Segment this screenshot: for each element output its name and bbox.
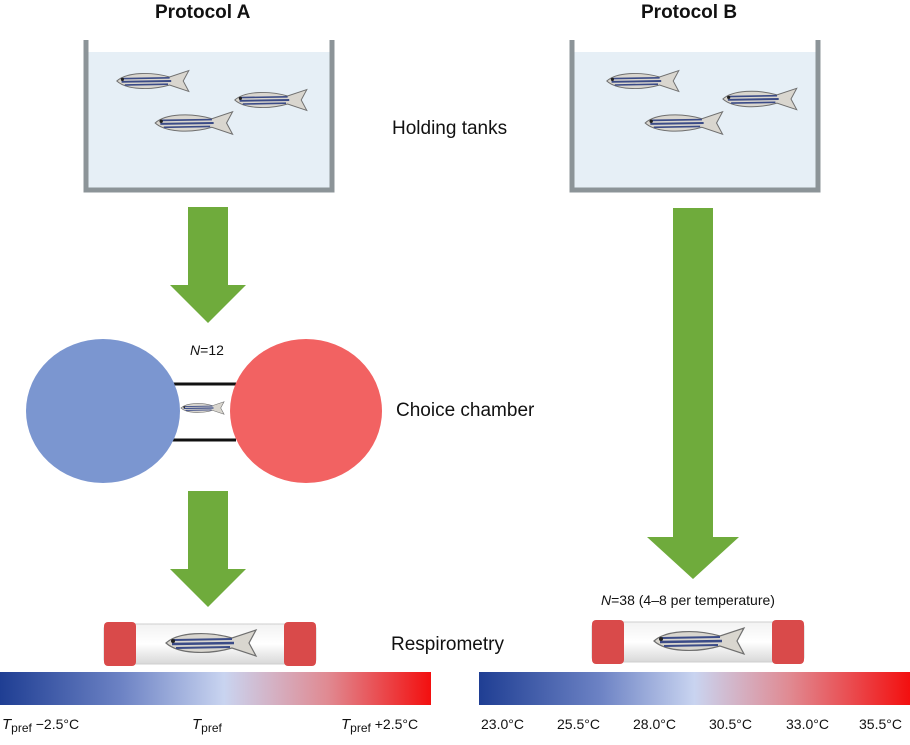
colorbar-a-tick-low: Tpref −2.5°C — [2, 716, 80, 735]
colorbar-b-tick: 33.0°C — [786, 716, 829, 732]
colorbar-b-tick: 28.0°C — [633, 716, 676, 732]
arrow-a-holding-to-choice — [170, 207, 246, 323]
temperature-colorbar-a — [0, 672, 431, 705]
stage-label-choice: Choice chamber — [396, 400, 535, 421]
choice-chamber — [26, 339, 382, 483]
colorbar-b-tick: 23.0°C — [481, 716, 524, 732]
respirometer-a — [103, 622, 317, 666]
colorbar-b-tick: 35.5°C — [859, 716, 902, 732]
respirometer-b — [591, 620, 805, 664]
colorbar-b-tick: 30.5°C — [709, 716, 752, 732]
colorbar-a-tick-high: Tpref +2.5°C — [341, 716, 419, 735]
warm-chamber — [230, 339, 382, 483]
protocol-b-title: Protocol B — [641, 2, 738, 23]
holding-tank-b — [569, 40, 821, 193]
sample-size-choice: N=12 — [190, 342, 224, 358]
stage-label-respirometry: Respirometry — [391, 634, 504, 655]
colorbar-b-tick: 25.5°C — [557, 716, 600, 732]
holding-tank-a — [83, 40, 335, 193]
protocol-a-title: Protocol A — [155, 2, 251, 23]
stage-label-holding: Holding tanks — [392, 118, 508, 139]
temperature-colorbar-b — [479, 672, 910, 705]
arrow-a-choice-to-respirometry — [170, 491, 246, 607]
arrow-b-holding-to-respirometry — [647, 208, 739, 579]
colorbar-a-tick-mid: Tpref — [192, 716, 222, 735]
sample-size-respirometry: N=38 (4–8 per temperature) — [601, 592, 775, 608]
cold-chamber — [26, 339, 180, 483]
